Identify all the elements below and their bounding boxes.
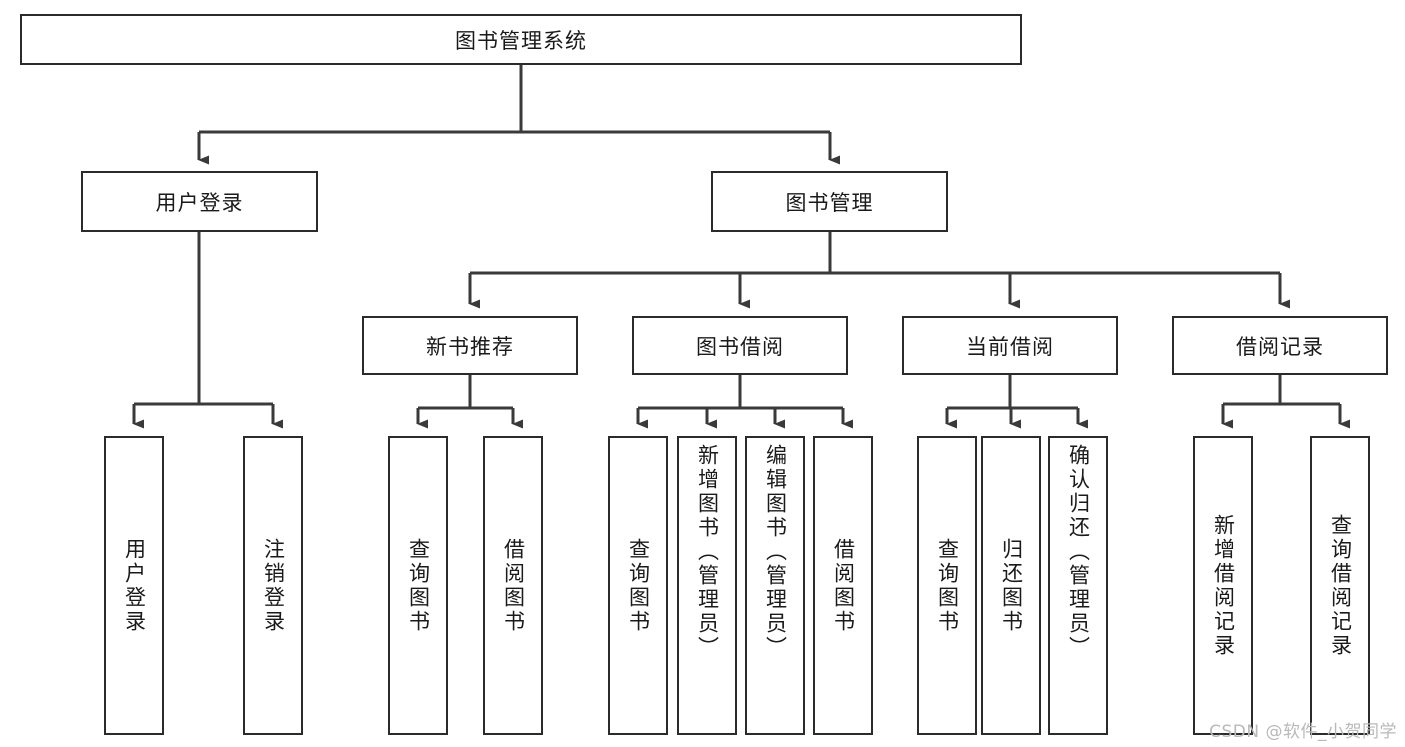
- node-book-borrow[interactable]: 图书借阅: [632, 316, 848, 375]
- leaf-add-record[interactable]: 新增借阅记录: [1193, 436, 1253, 735]
- watermark: CSDN @软件_小贺同学: [1209, 722, 1397, 742]
- leaf-edit-book[interactable]: 编辑图书（管理员）: [745, 436, 805, 735]
- leaf-query-book-2[interactable]: 查询图书: [608, 436, 668, 735]
- leaf-borrow-book-2[interactable]: 借阅图书: [813, 436, 873, 735]
- node-current-borrow[interactable]: 当前借阅: [902, 316, 1118, 375]
- node-borrow-record[interactable]: 借阅记录: [1172, 316, 1388, 375]
- leaf-user-login[interactable]: 用户登录: [104, 436, 164, 735]
- leaf-logout[interactable]: 注销登录: [243, 436, 303, 735]
- leaf-query-book-1[interactable]: 查询图书: [388, 436, 448, 735]
- node-book-manage[interactable]: 图书管理: [711, 171, 948, 232]
- leaf-query-book-3[interactable]: 查询图书: [917, 436, 977, 735]
- leaf-add-book[interactable]: 新增图书（管理员）: [677, 436, 737, 735]
- leaf-query-record[interactable]: 查询借阅记录: [1310, 436, 1370, 735]
- leaf-borrow-book-1[interactable]: 借阅图书: [483, 436, 543, 735]
- node-root[interactable]: 图书管理系统: [20, 14, 1022, 65]
- leaf-return-book[interactable]: 归还图书: [981, 436, 1041, 735]
- node-user-login[interactable]: 用户登录: [81, 171, 318, 232]
- leaf-confirm-return[interactable]: 确认归还（管理员）: [1048, 436, 1108, 735]
- node-new-book-recommend[interactable]: 新书推荐: [362, 316, 578, 375]
